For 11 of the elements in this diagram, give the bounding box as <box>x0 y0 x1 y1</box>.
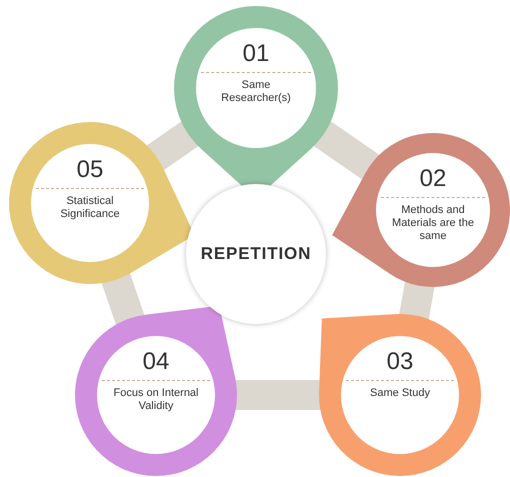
step-label: Focus on Internal Validity <box>112 387 200 413</box>
step-number: 02 <box>420 165 446 193</box>
step-number: 01 <box>242 40 270 68</box>
hub-title: REPETITION <box>200 243 312 266</box>
step-number: 05 <box>76 156 104 184</box>
step-number: 03 <box>386 348 414 376</box>
step-label: Statistical Significance <box>59 195 121 221</box>
step-number: 04 <box>142 348 170 376</box>
step-label: Same Researcher(s) <box>220 79 292 105</box>
step-label: Same Study <box>369 387 431 400</box>
step-label: Methods and Materials are the same <box>391 204 475 243</box>
